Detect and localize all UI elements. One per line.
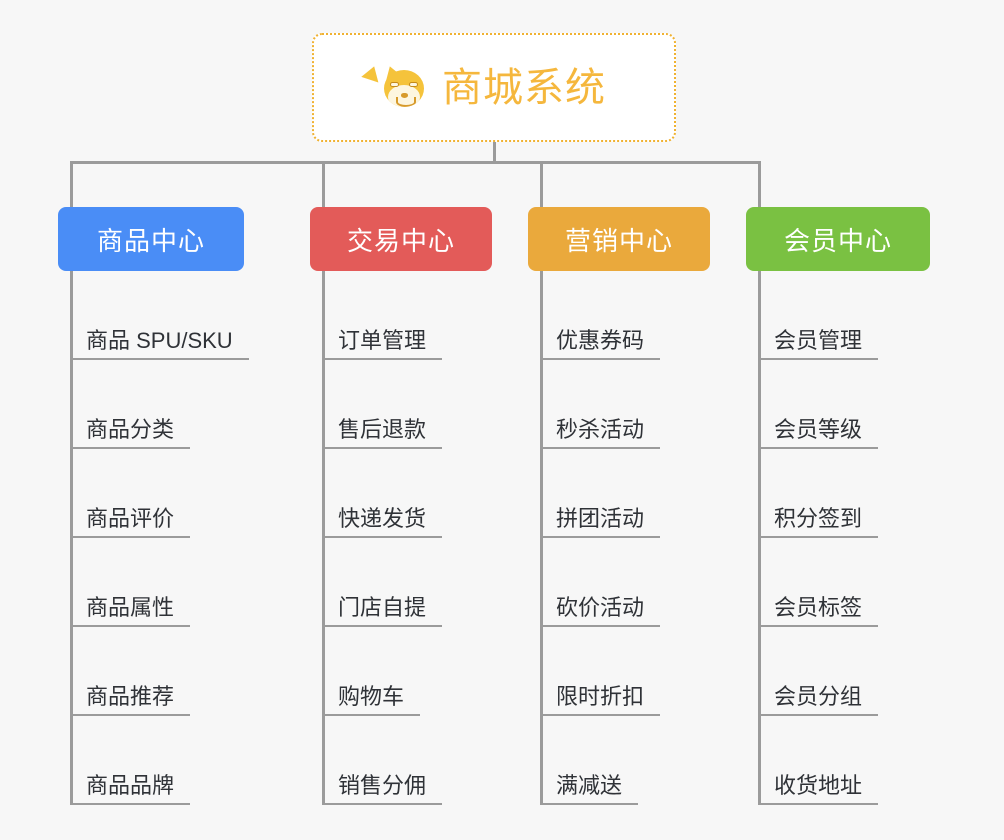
leaf-item-label: 积分签到 (774, 505, 863, 531)
category-box-member-center[interactable]: 会员中心 (746, 207, 930, 271)
leaf-item-label: 会员分组 (774, 683, 863, 709)
leaf-item[interactable]: 售后退款 (322, 360, 443, 449)
root-stem-line (492, 142, 496, 164)
leaf-item-label: 商品分类 (86, 416, 175, 442)
category-label: 交易中心 (346, 225, 455, 256)
category-label: 商品中心 (96, 225, 205, 256)
leaf-item-label: 拼团活动 (556, 505, 645, 531)
leaf-item-label: 商品属性 (86, 594, 175, 620)
leaf-item[interactable]: 商品 SPU/SKU (70, 271, 249, 360)
leaf-item-label: 商品 SPU/SKU (86, 327, 233, 353)
leaf-item[interactable]: 商品评价 (70, 449, 191, 538)
branch-drop-line-marketing-center (540, 161, 543, 207)
leaf-item-label: 限时折扣 (556, 683, 645, 709)
leaf-item[interactable]: 会员等级 (758, 360, 879, 449)
leaf-item[interactable]: 商品品牌 (70, 716, 191, 805)
leaf-item-label: 快递发货 (338, 505, 427, 531)
leaf-item[interactable]: 砍价活动 (540, 538, 661, 627)
leaf-item[interactable]: 会员管理 (758, 271, 879, 360)
leaf-item-label: 优惠券码 (556, 327, 645, 353)
branch-drop-line-trade-center (322, 161, 325, 207)
distribution-bus-line (70, 161, 761, 164)
leaf-item-label: 砍价活动 (556, 594, 645, 620)
category-box-trade-center[interactable]: 交易中心 (310, 207, 492, 271)
leaf-trunk-line (322, 271, 325, 805)
leaf-item[interactable]: 优惠券码 (540, 271, 661, 360)
category-box-marketing-center[interactable]: 营销中心 (528, 207, 710, 271)
leaf-item-label: 满减送 (556, 772, 623, 798)
leaf-item[interactable]: 购物车 (322, 627, 421, 716)
leaf-trunk-line (540, 271, 543, 805)
leaf-item[interactable]: 收货地址 (758, 716, 879, 805)
leaf-item-label: 收货地址 (774, 772, 863, 798)
category-label: 营销中心 (564, 225, 673, 256)
leaf-item[interactable]: 门店自提 (322, 538, 443, 627)
leaf-item-label: 会员管理 (774, 327, 863, 353)
branch-drop-line-product-center (70, 161, 73, 207)
branch-drop-line-member-center (758, 161, 761, 207)
leaf-item[interactable]: 订单管理 (322, 271, 443, 360)
leaf-item-label: 会员标签 (774, 594, 863, 620)
leaf-item[interactable]: 限时折扣 (540, 627, 661, 716)
leaf-item-label: 会员等级 (774, 416, 863, 442)
leaf-item-label: 销售分佣 (338, 772, 427, 798)
root-node-title: 商城系统 (442, 65, 606, 110)
leaf-item-label: 秒杀活动 (556, 416, 645, 442)
leaf-item[interactable]: 销售分佣 (322, 716, 443, 805)
leaf-item-label: 商品评价 (86, 505, 175, 531)
leaf-item[interactable]: 会员标签 (758, 538, 879, 627)
shiba-dog-face-icon (361, 63, 428, 111)
leaf-trunk-line (758, 271, 761, 805)
leaf-item[interactable]: 快递发货 (322, 449, 443, 538)
leaf-item[interactable]: 积分签到 (758, 449, 879, 538)
leaf-item-label: 售后退款 (338, 416, 427, 442)
leaf-item-label: 商品推荐 (86, 683, 175, 709)
leaf-item[interactable]: 商品推荐 (70, 627, 191, 716)
category-box-product-center[interactable]: 商品中心 (58, 207, 244, 271)
leaf-item[interactable]: 商品分类 (70, 360, 191, 449)
leaf-item-label: 门店自提 (338, 594, 427, 620)
leaf-item[interactable]: 拼团活动 (540, 449, 661, 538)
leaf-item-label: 商品品牌 (86, 772, 175, 798)
leaf-item[interactable]: 会员分组 (758, 627, 879, 716)
leaf-item[interactable]: 秒杀活动 (540, 360, 661, 449)
leaf-item-label: 订单管理 (338, 327, 427, 353)
root-node-shop-system[interactable]: 商城系统 (312, 33, 676, 142)
leaf-item-label: 购物车 (338, 683, 405, 709)
leaf-item[interactable]: 满减送 (540, 716, 639, 805)
leaf-trunk-line (70, 271, 73, 805)
leaf-item[interactable]: 商品属性 (70, 538, 191, 627)
category-label: 会员中心 (783, 225, 892, 256)
